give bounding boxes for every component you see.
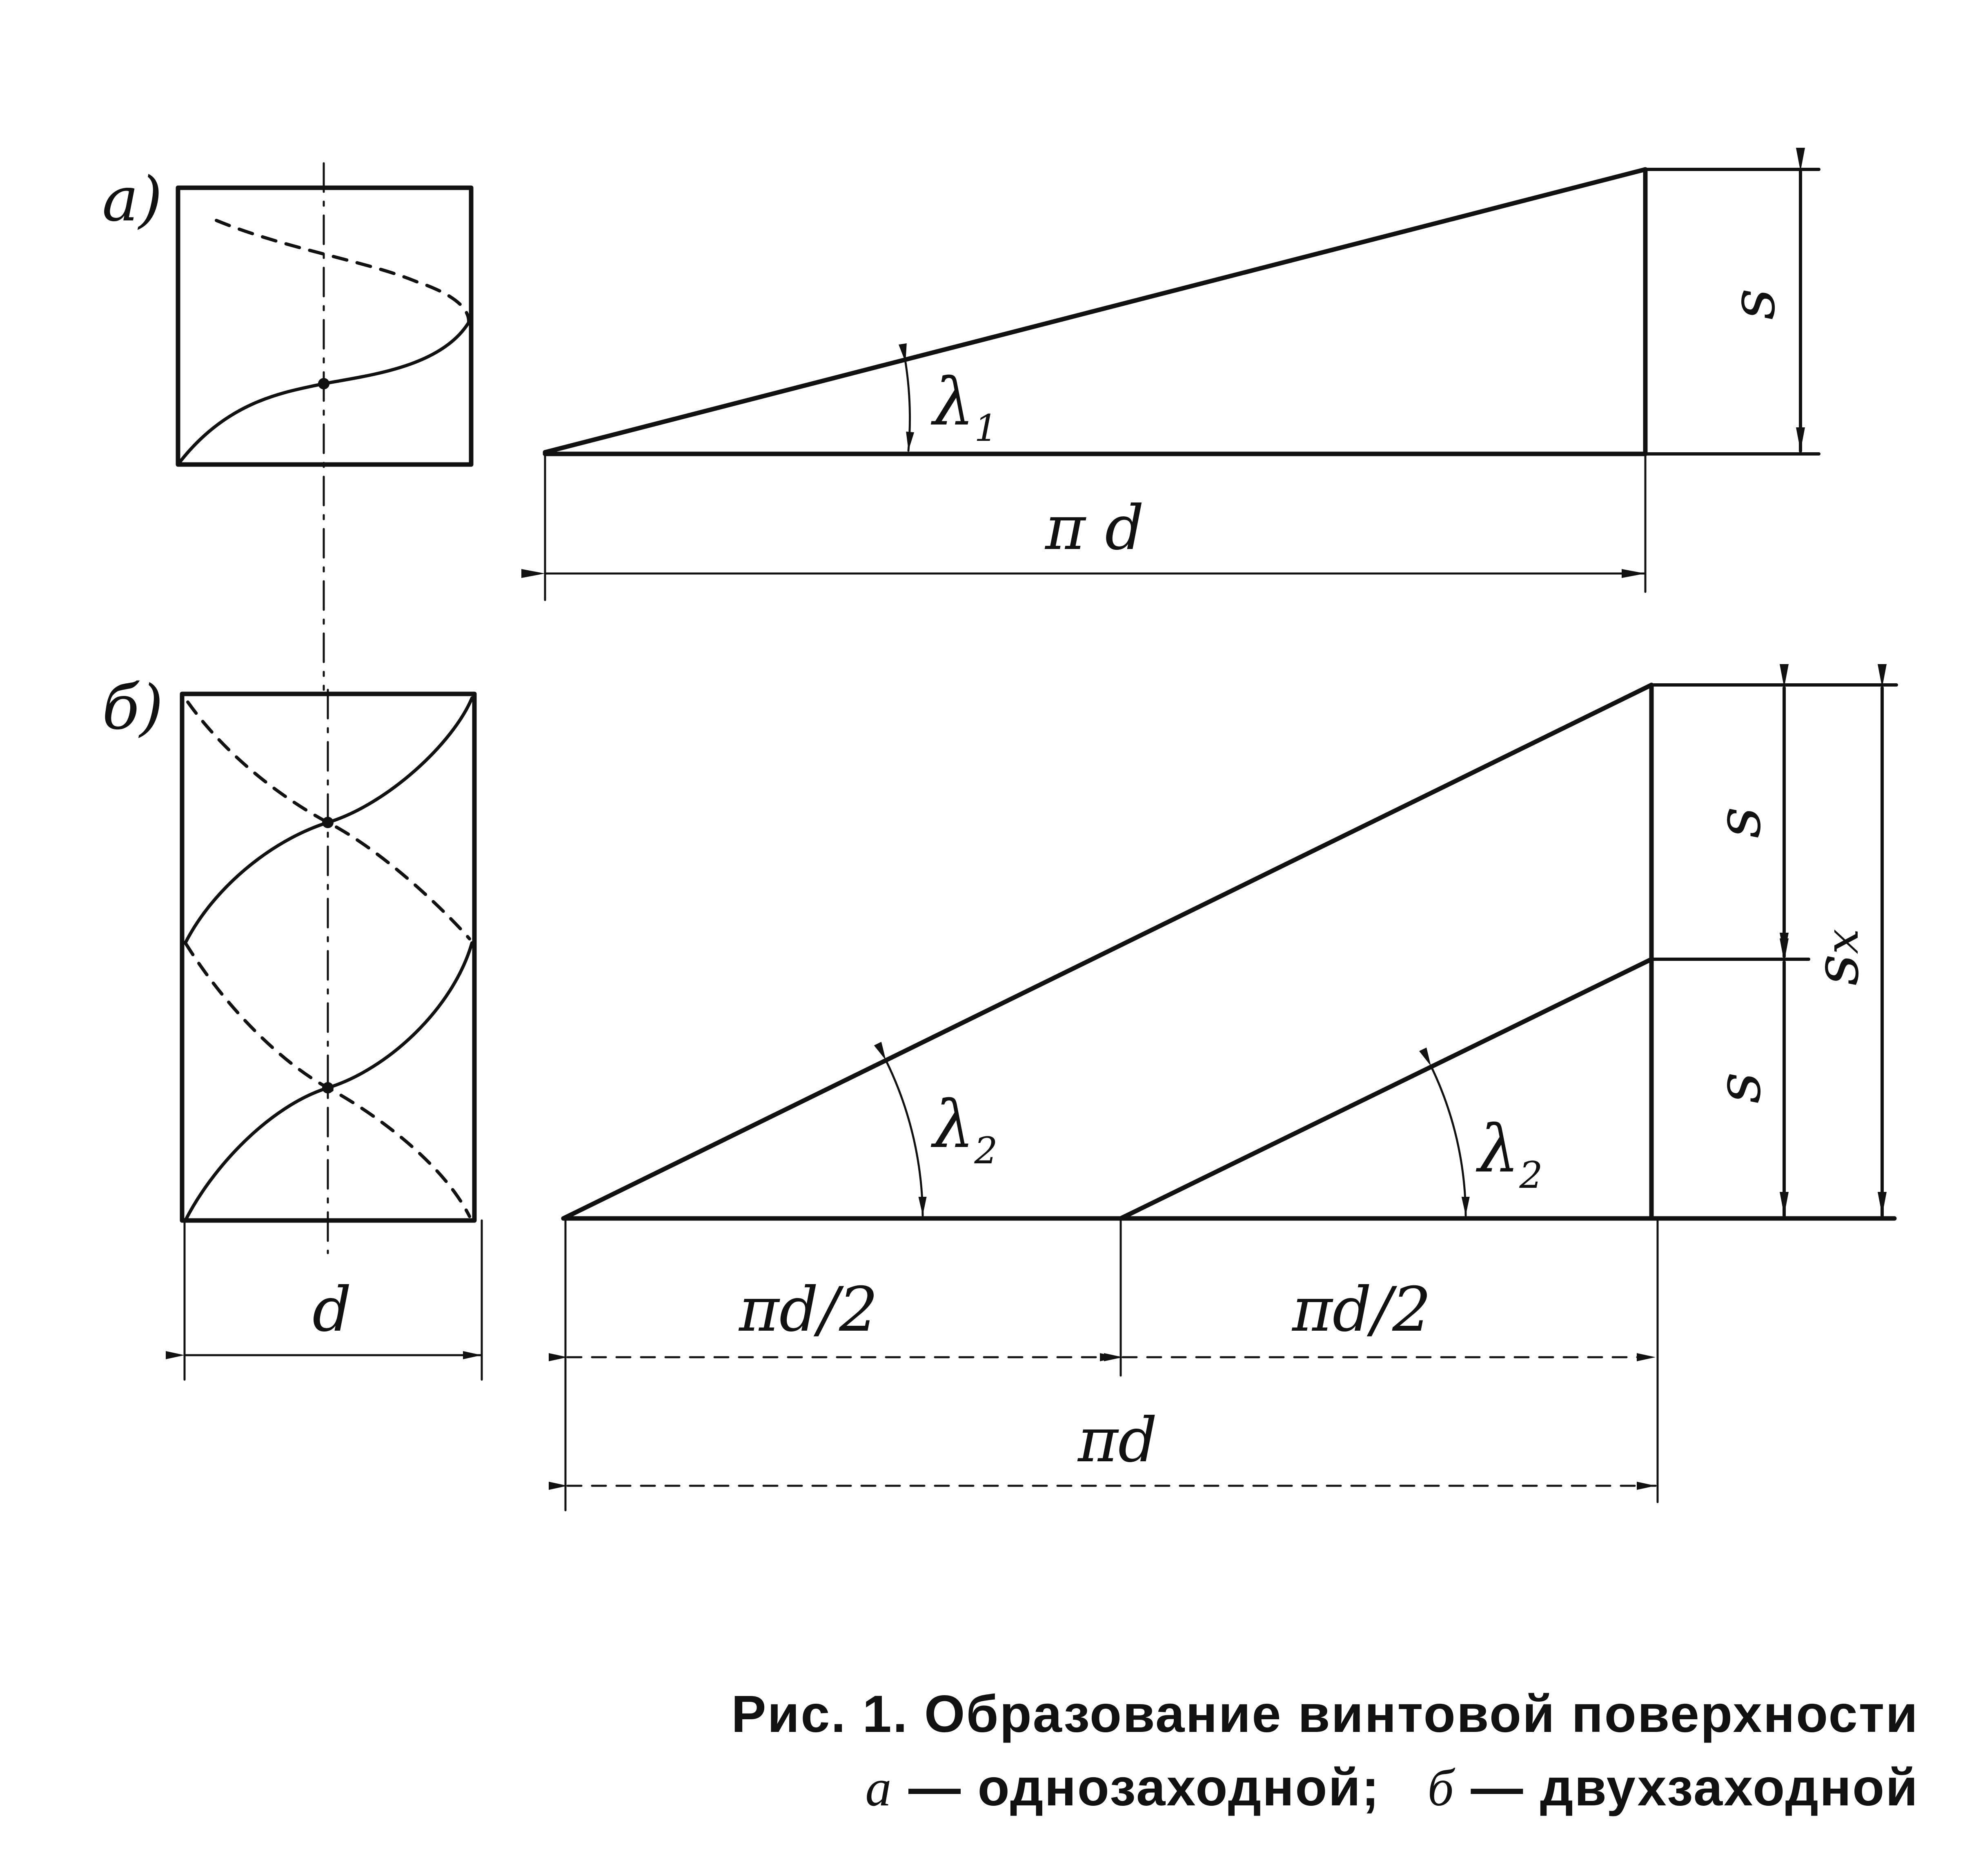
panel-a: а)	[102, 162, 474, 691]
helix-a-back	[215, 219, 471, 324]
caption-line-1: Рис. 1. Образование винтовой поверхности	[731, 1685, 1919, 1743]
angle-label-a: λ1	[930, 364, 998, 450]
pitch-label-a: s	[1718, 289, 1789, 320]
panel-b: б) d	[102, 672, 483, 1381]
unrolled-triangle-a: s λ1 π d	[521, 148, 1820, 601]
figure-caption: Рис. 1. Образование винтовой поверхности…	[392, 1678, 1919, 1825]
half-base-label-2: πd/2	[1291, 1274, 1431, 1345]
pitch-label-lower: s	[1703, 1072, 1774, 1104]
caption-item-a-marker: а	[865, 1759, 893, 1817]
angle-arc-a	[899, 343, 915, 452]
hypotenuse-b-large	[561, 682, 1654, 1221]
angle-label-b-small: λ2	[1475, 1111, 1543, 1197]
hypotenuse-a	[543, 167, 1648, 455]
caption-item-b-text: — двухзаходной	[1455, 1758, 1919, 1817]
axis-intersection-b2	[322, 1082, 334, 1094]
pitch-label-upper: s	[1703, 807, 1774, 838]
axis-intersection-b1	[322, 817, 334, 828]
angle-arc-b-small	[1419, 1047, 1470, 1217]
hypotenuse-b-small	[1118, 957, 1654, 1221]
axis-intersection	[318, 378, 329, 389]
panel-b-label: б)	[102, 672, 163, 743]
diameter-label: d	[312, 1274, 352, 1345]
caption-line-2: а — однозаходной; б — двухзаходной	[392, 1751, 1919, 1825]
caption-item-a-text: — однозаходной;	[892, 1758, 1428, 1817]
panel-a-label: а)	[102, 164, 162, 235]
unrolled-triangle-b: s s sx λ2 λ2 πd/2 πd/2 πd	[549, 664, 1898, 1511]
angle-arc-b-large	[874, 1042, 927, 1217]
angle-label-b-large: λ2	[930, 1086, 998, 1172]
caption-item-b-marker: б	[1427, 1759, 1455, 1817]
half-base-label-1: πd/2	[738, 1274, 878, 1345]
base-label-a: π d	[1044, 493, 1144, 564]
base-label-b: πd	[1077, 1405, 1157, 1476]
lead-label: sx	[1801, 929, 1872, 985]
